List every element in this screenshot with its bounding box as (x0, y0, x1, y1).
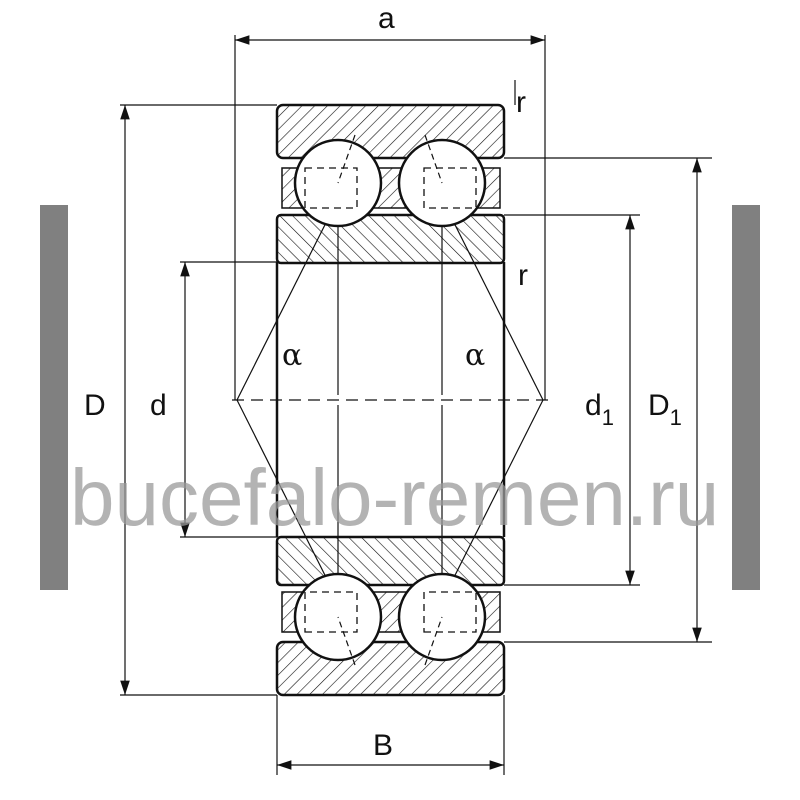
watermark: bucefalo-remen.ru (70, 453, 719, 542)
label-a: a (378, 2, 395, 35)
label-D: D (84, 389, 106, 422)
side-bar-right (732, 205, 760, 590)
label-d1: d1 (585, 389, 614, 430)
label-D1: D1 (648, 389, 682, 430)
label-alpha-right: α (465, 338, 485, 373)
dimension-lines (120, 35, 712, 775)
side-bar-left (40, 205, 68, 590)
bearing-section-bottom (275, 535, 506, 697)
label-r-mid: r (518, 259, 528, 292)
label-d: d (150, 389, 167, 422)
label-r-top: r (516, 86, 526, 119)
label-alpha-left: α (282, 338, 302, 373)
label-B: B (373, 729, 393, 762)
bearing-section-top (275, 103, 506, 265)
